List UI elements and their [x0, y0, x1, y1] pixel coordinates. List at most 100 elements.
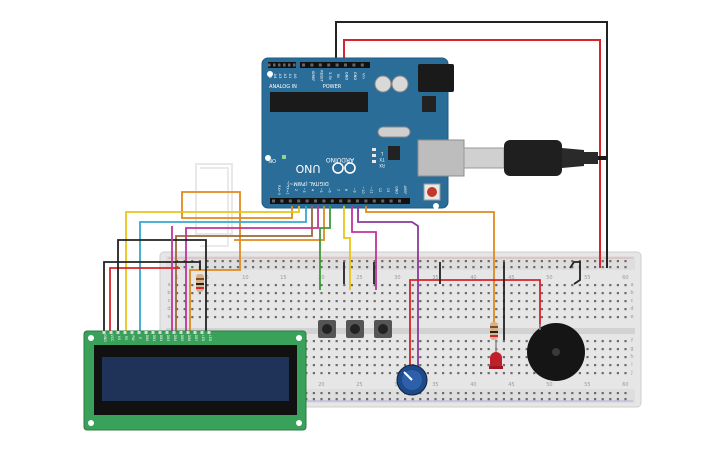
column-number: 50	[546, 275, 552, 281]
wire-yellow-lcd[interactable]	[125, 206, 300, 332]
lcd-pin[interactable]	[130, 331, 134, 334]
wire-purple-buzzer[interactable]	[357, 206, 419, 372]
column-number: 50	[546, 382, 552, 388]
mount-hole	[433, 203, 439, 209]
resistor-led[interactable]	[490, 322, 498, 340]
wires[interactable]	[103, 163, 581, 372]
analog-pin-label: A0	[293, 74, 297, 79]
usb-cable[interactable]	[463, 140, 606, 176]
power-analog-header[interactable]	[300, 62, 370, 68]
lcd-pin-label: E	[138, 337, 142, 339]
digital-pin-label: 7	[336, 189, 340, 191]
column-number: 55	[584, 275, 590, 281]
on-led	[282, 155, 286, 159]
analog-pin-label: A4	[273, 74, 277, 79]
wire-green-button[interactable]	[319, 206, 331, 290]
resistor-lcd[interactable]	[196, 274, 204, 292]
row-letter: b	[167, 290, 170, 296]
wire-white[interactable]	[195, 163, 233, 235]
wire-yellow-button[interactable]	[343, 206, 351, 290]
wire-orange-led[interactable]	[365, 206, 495, 322]
mount-hole	[296, 420, 302, 426]
lcd-pin[interactable]	[144, 331, 148, 334]
voltage-regulator	[422, 96, 436, 112]
column-number: 35	[432, 382, 438, 388]
wire-brown-lcd[interactable]	[175, 206, 313, 332]
analog-header[interactable]	[268, 62, 296, 68]
header-digital-label: DIGITAL (PWM~)	[287, 180, 329, 186]
wire-orange-lcd[interactable]	[181, 191, 293, 332]
lcd-pin[interactable]	[207, 331, 211, 334]
column-number: 25	[356, 275, 362, 281]
wire-magenta-button[interactable]	[351, 206, 377, 290]
wire-black-lcd[interactable]	[103, 261, 201, 332]
wire-cyan-lcd[interactable]	[139, 206, 307, 332]
wire-red-power[interactable]	[343, 39, 601, 268]
column-number: 35	[432, 275, 438, 281]
wire-black-power[interactable]	[335, 21, 608, 268]
digital-pin-label: AREF	[403, 186, 407, 195]
lcd-pin[interactable]	[186, 331, 190, 334]
lcd-pin[interactable]	[102, 331, 106, 334]
digital-pin-label: 2	[294, 189, 298, 191]
lcd-pin[interactable]	[158, 331, 162, 334]
digital-pin-label: ~9	[353, 188, 357, 193]
header-analog-label: ANALOG IN	[269, 84, 297, 90]
header-pins[interactable]	[268, 63, 401, 203]
wire-magenta-lcd[interactable]	[185, 206, 319, 332]
red-led[interactable]	[489, 340, 503, 369]
piezo-buzzer[interactable]	[527, 323, 585, 381]
microcontroller-chip	[270, 92, 368, 112]
lcd-pin[interactable]	[116, 331, 120, 334]
lcd-pin[interactable]	[123, 331, 127, 334]
mount-hole	[88, 420, 94, 426]
row-letter: c	[168, 298, 171, 304]
column-number: 60	[622, 275, 628, 281]
digital-pin-label: ~11	[369, 186, 373, 193]
push-button-1[interactable]	[318, 320, 336, 338]
push-button-2[interactable]	[346, 320, 364, 338]
row-letter: j	[630, 370, 632, 376]
row-letter: d	[630, 306, 633, 312]
wire-black-lcd2[interactable]	[117, 239, 207, 332]
lcd-pin[interactable]	[109, 331, 113, 334]
dc-power-jack[interactable]	[418, 64, 454, 92]
lcd-pin-label: DB6	[187, 335, 191, 342]
lcd-pin[interactable]	[193, 331, 197, 334]
lcd-pin[interactable]	[151, 331, 155, 334]
column-number: 20	[318, 275, 324, 281]
status-led	[372, 154, 376, 157]
potentiometer[interactable]	[396, 364, 428, 396]
lcd-pin[interactable]	[200, 331, 204, 334]
lcd-pin[interactable]	[137, 331, 141, 334]
power-pin-label: Vin	[361, 73, 365, 79]
row-letter: e	[630, 314, 633, 320]
reset-button-cap[interactable]	[427, 187, 437, 197]
wire-white[interactable]	[200, 167, 229, 247]
push-button-3[interactable]	[374, 320, 392, 338]
lcd-screen	[102, 357, 289, 401]
power-pin-label: GND	[345, 72, 349, 80]
digital-pin-label: ~6	[327, 188, 331, 193]
row-letter: h	[630, 354, 633, 360]
column-number: 60	[622, 382, 628, 388]
row-letter: e	[167, 314, 170, 320]
lcd-pin-label: LED	[201, 335, 205, 342]
wire-orange-lcd2[interactable]	[234, 206, 325, 241]
usb-chip	[388, 146, 400, 160]
usb-port[interactable]	[417, 139, 465, 177]
wire-red-buzzer[interactable]	[409, 279, 541, 372]
lcd-pin-label: DB1	[152, 335, 156, 342]
wire-black-rail[interactable]	[569, 261, 581, 285]
wire-red-lcd[interactable]	[109, 267, 180, 332]
mount-hole	[265, 155, 271, 161]
lcd-pin[interactable]	[172, 331, 176, 334]
lcd-pin[interactable]	[179, 331, 183, 334]
lcd-pin[interactable]	[165, 331, 169, 334]
power-pin-label: GND	[353, 72, 357, 80]
